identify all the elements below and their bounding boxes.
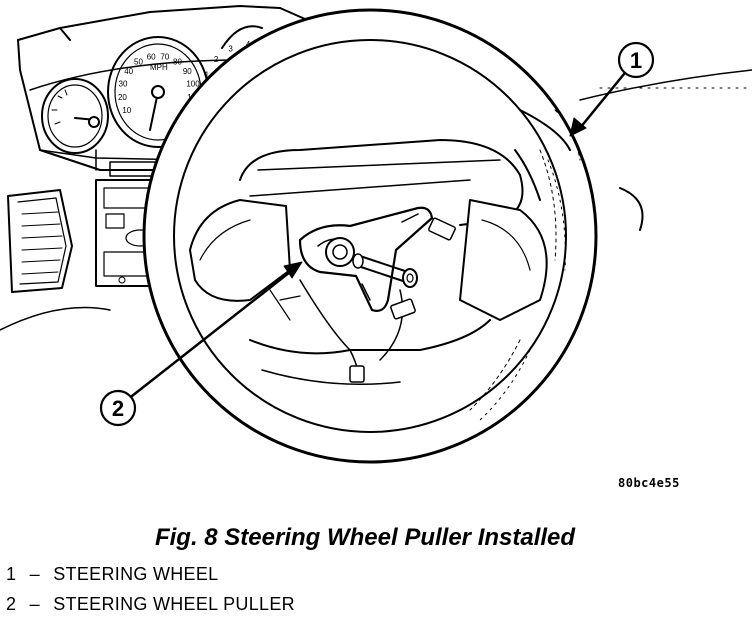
legend-item: 1 – STEERING WHEEL [6,564,218,585]
callout-1: 1 [569,41,655,137]
legend-item: 2 – STEERING WHEEL PULLER [6,594,295,615]
speedometer-tick-label: 10 [122,106,131,115]
tachometer-tick-label: 3 [228,44,233,53]
callout-2-number: 2 [112,396,124,421]
callout-2-arrowhead [283,261,303,279]
speedometer-tick-label: 100 [186,80,200,89]
callout-1-arrowhead [569,117,587,137]
left-air-vent [0,189,111,331]
speedometer-tick-label: 70 [160,53,169,62]
legend-label: STEERING WHEEL [53,564,219,584]
callout-2: 2 [99,261,303,427]
speedometer-tick-label: 50 [134,58,143,67]
steering-wheel-illustration: 102030405060708090100110120 MPH 12345 ½ [0,5,752,464]
figure-code: 80bc4e55 [618,476,680,490]
steering-wheel-puller [298,206,434,312]
speedometer-tick-label: 40 [124,67,133,76]
tachometer-tick-label: 1 [205,70,210,79]
callout-2-leader [130,270,292,398]
speedometer-tick-label: 30 [119,80,128,89]
speedometer-tick-label: 20 [118,93,127,102]
legend-number: 1 [6,564,17,584]
callout-1-number: 1 [630,48,642,73]
legend-separator: – [29,594,40,614]
speedometer-tick-label: 90 [183,67,192,76]
speedometer-tick-label: 80 [173,58,182,67]
legend-separator: – [29,564,40,584]
speedometer-tick-label: 60 [147,53,156,62]
legend-label: STEERING WHEEL PULLER [53,594,295,614]
speedometer-unit-label: MPH [150,63,168,72]
small-gauge-left [41,78,109,154]
callout-1-leader [578,72,626,130]
legend-number: 2 [6,594,17,614]
tachometer-tick-label: 2 [214,55,219,64]
figure-caption: Fig. 8 Steering Wheel Puller Installed [154,524,576,551]
dashboard [17,5,752,231]
